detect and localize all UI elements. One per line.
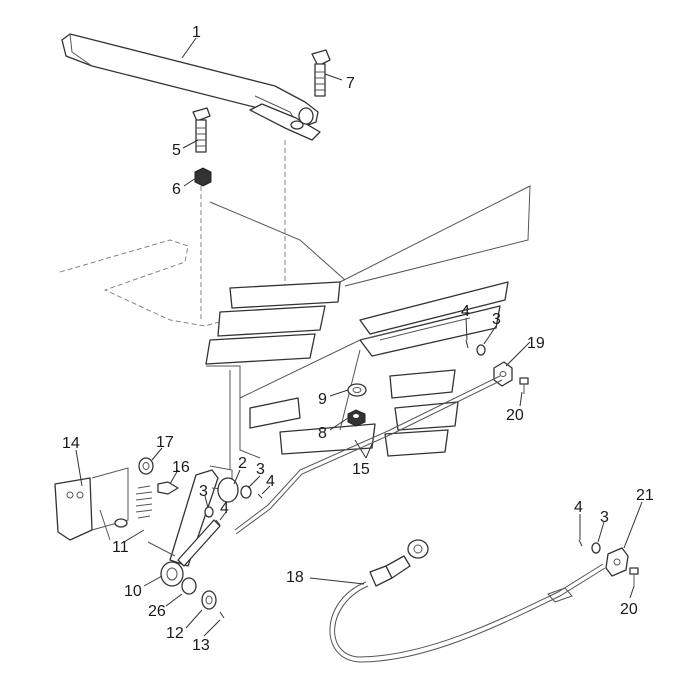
floor-plate — [59, 185, 531, 327]
washer-3-upper — [476, 344, 486, 356]
callout-4b: 4 — [266, 473, 275, 490]
callout-12: 12 — [166, 625, 184, 642]
callout-3b: 3 — [256, 461, 265, 478]
callout-11: 11 — [112, 539, 129, 556]
washer-17 — [138, 457, 154, 475]
callout-7: 7 — [346, 75, 355, 92]
callout-16: 16 — [172, 459, 190, 476]
callout-10: 10 — [124, 583, 142, 600]
pedal-arm — [61, 33, 321, 141]
nut-6 — [194, 167, 212, 187]
bracket-14 — [54, 467, 129, 541]
callout-13: 13 — [192, 637, 210, 654]
callout-5: 5 — [172, 142, 181, 159]
pivot-10 — [147, 541, 184, 587]
callout-20b: 20 — [620, 601, 638, 618]
bushing-26 — [181, 577, 197, 595]
callout-15: 15 — [352, 461, 370, 478]
throttle-cable-18 — [329, 539, 606, 663]
clip-13 — [219, 611, 225, 619]
callout-labels: 1 7 5 6 4 3 19 9 20 8 15 14 17 16 2 3 4 … — [62, 24, 654, 654]
callout-4c: 4 — [220, 500, 229, 517]
screw-20-upper — [519, 377, 529, 394]
cable-bracket-19 — [493, 361, 513, 387]
washer-9 — [347, 383, 367, 397]
washer-12 — [201, 590, 217, 610]
callout-3: 3 — [492, 311, 501, 328]
screw-20-lower — [629, 567, 639, 586]
callout-1: 1 — [192, 24, 201, 41]
washer-3-lower — [591, 542, 601, 554]
washer-3-link — [204, 506, 214, 518]
clip-4-lower — [578, 539, 583, 547]
clip-4-upper — [465, 339, 469, 349]
callout-14: 14 — [62, 435, 80, 452]
callout-6: 6 — [172, 181, 181, 198]
callout-8: 8 — [318, 425, 327, 442]
callout-17: 17 — [156, 434, 174, 451]
clip-4-link — [215, 519, 221, 526]
callout-21: 21 — [636, 487, 654, 504]
callout-4d: 4 — [574, 499, 583, 516]
throttle-cable-upper — [234, 375, 501, 531]
leader-lines — [75, 37, 643, 637]
callout-26: 26 — [148, 603, 166, 620]
bolt-7 — [311, 49, 331, 97]
bolt-5 — [192, 107, 211, 153]
callout-2: 2 — [238, 455, 247, 472]
clip-4-lever — [257, 493, 263, 499]
callout-20: 20 — [506, 407, 524, 424]
nut-8 — [347, 409, 366, 427]
callout-3d: 3 — [600, 509, 609, 526]
callout-18: 18 — [286, 569, 304, 586]
callout-19: 19 — [527, 335, 545, 352]
throttle-cable-upper-edge — [235, 379, 503, 535]
pin — [114, 518, 128, 528]
washer-3-lever — [240, 485, 252, 499]
callout-9: 9 — [318, 391, 327, 408]
bolt-16 — [157, 481, 179, 495]
spring-11 — [135, 485, 153, 519]
callout-3c: 3 — [199, 483, 208, 500]
cable-bracket-21 — [605, 547, 629, 577]
callout-4: 4 — [461, 303, 470, 320]
lever-2 — [169, 465, 239, 567]
mount-panels — [205, 281, 509, 470]
